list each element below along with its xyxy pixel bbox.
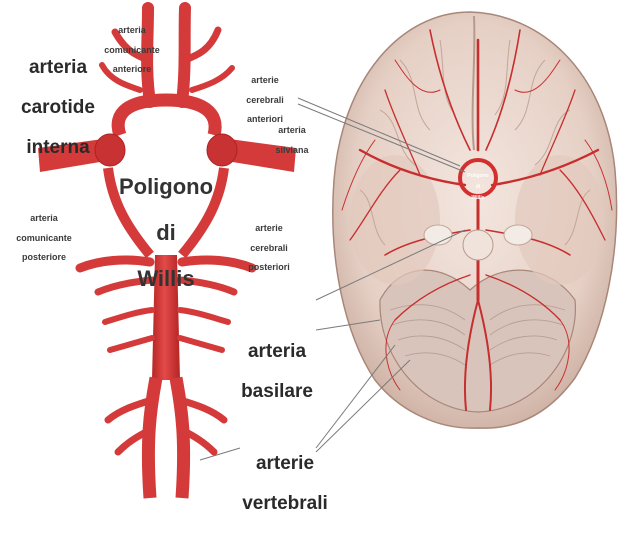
temporal-lobe-right [515, 155, 605, 285]
label-cerebral-posterior: arterie cerebrali posteriori [236, 214, 302, 283]
label-brain-inset-line-3: Willis [463, 196, 493, 202]
label-comm-anterior-line-1: arteria [92, 26, 172, 36]
label-comm-posterior-line-3: posteriore [6, 253, 82, 263]
label-cerebral-posterior-line-3: posteriori [236, 263, 302, 273]
vertebral-left [148, 378, 156, 498]
label-polygon-line-2: di [104, 221, 228, 244]
label-cerebral-posterior-line-2: cerebrali [236, 244, 302, 254]
label-carotid: arteria carotide interna [6, 38, 110, 178]
vertebral-right [176, 378, 184, 498]
willis-ring [118, 100, 215, 135]
label-comm-posterior-line-2: comunicante [6, 234, 82, 244]
label-carotid-line-2: carotide [6, 98, 110, 118]
label-cerebral-posterior-line-1: arterie [236, 224, 302, 234]
anterior-branch-4 [192, 68, 232, 90]
brain-pons [463, 230, 493, 260]
anterior-cerebral-right [182, 8, 185, 102]
label-vertebral-line-1: arterie [230, 454, 340, 474]
label-vertebral: arterie vertebrali [230, 434, 340, 534]
label-cerebral-anterior-line-2: cerebrali [232, 96, 298, 106]
label-polygon-line-3: Willis [104, 267, 228, 290]
label-comm-posterior-line-1: arteria [6, 214, 82, 224]
label-comm-posterior: arteria comunicante posteriore [6, 204, 82, 273]
label-basilar-line-1: arteria [232, 342, 322, 362]
label-vertebral-line-2: vertebrali [230, 494, 340, 514]
vertebral-branches [108, 400, 224, 452]
label-polygon: Poligono di Willis [104, 152, 228, 314]
label-carotid-line-3: interna [6, 138, 110, 158]
label-silviana-line-1: arteria [268, 126, 316, 136]
label-brain-inset-line-1: Poligono [463, 174, 493, 180]
label-silviana: arteria silviana [268, 116, 316, 165]
label-basilar-line-2: basilare [232, 382, 322, 402]
label-silviana-line-2: silviana [268, 146, 316, 156]
label-carotid-line-1: arteria [6, 58, 110, 78]
label-basilar: arteria basilare [232, 322, 322, 422]
label-cerebral-anterior-line-1: arterie [232, 76, 298, 86]
label-polygon-line-1: Poligono [104, 175, 228, 198]
brain-optic-left [424, 225, 452, 245]
brain-illustration [333, 12, 617, 428]
brain-optic-right [504, 225, 532, 245]
label-brain-inset-line-2: di [463, 185, 493, 191]
label-brain-inset: Poligono di Willis [463, 168, 493, 207]
